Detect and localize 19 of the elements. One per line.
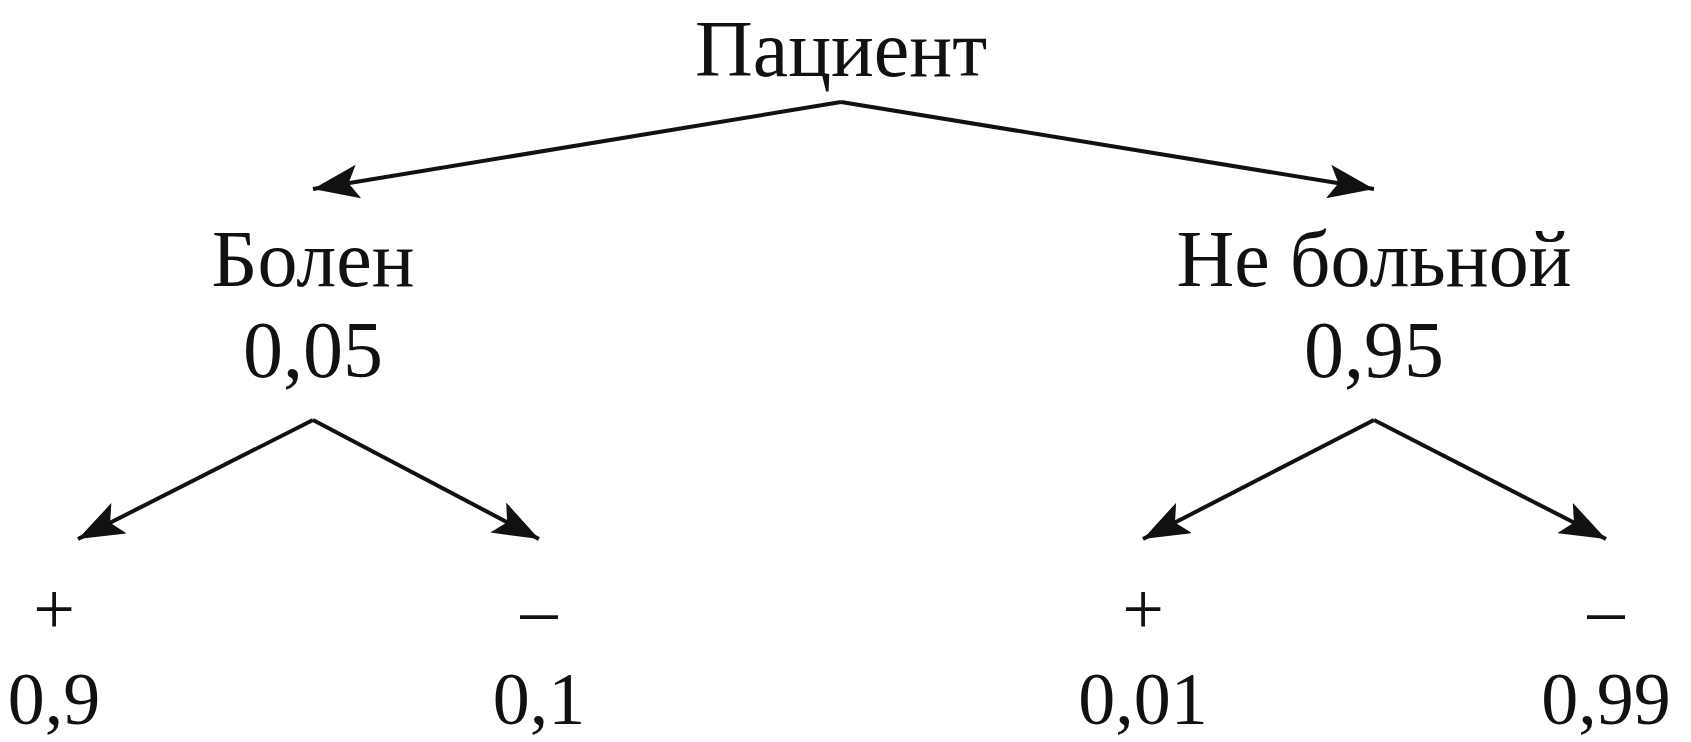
node-label: Пациент xyxy=(694,5,988,93)
node-label: – xyxy=(519,574,559,644)
probability-value: 0,99 xyxy=(1541,664,1671,734)
node-label: – xyxy=(1586,574,1626,644)
arrow xyxy=(1142,418,1375,541)
probability-value: 0,01 xyxy=(1078,664,1208,734)
arrow xyxy=(1373,418,1607,541)
probability-value: 0,1 xyxy=(492,664,586,734)
node-label: Болен xyxy=(211,214,415,305)
probability-value: 0,9 xyxy=(7,664,101,734)
probability-value: 0,95 xyxy=(1303,305,1445,396)
node-label: + xyxy=(1121,574,1165,644)
arrow xyxy=(840,100,1375,199)
node-label: Не больной xyxy=(1176,214,1572,305)
probability-value: 0,05 xyxy=(242,305,384,396)
arrow xyxy=(312,100,842,199)
arrow xyxy=(312,418,540,541)
node-label: + xyxy=(32,574,76,644)
arrow xyxy=(77,418,314,541)
